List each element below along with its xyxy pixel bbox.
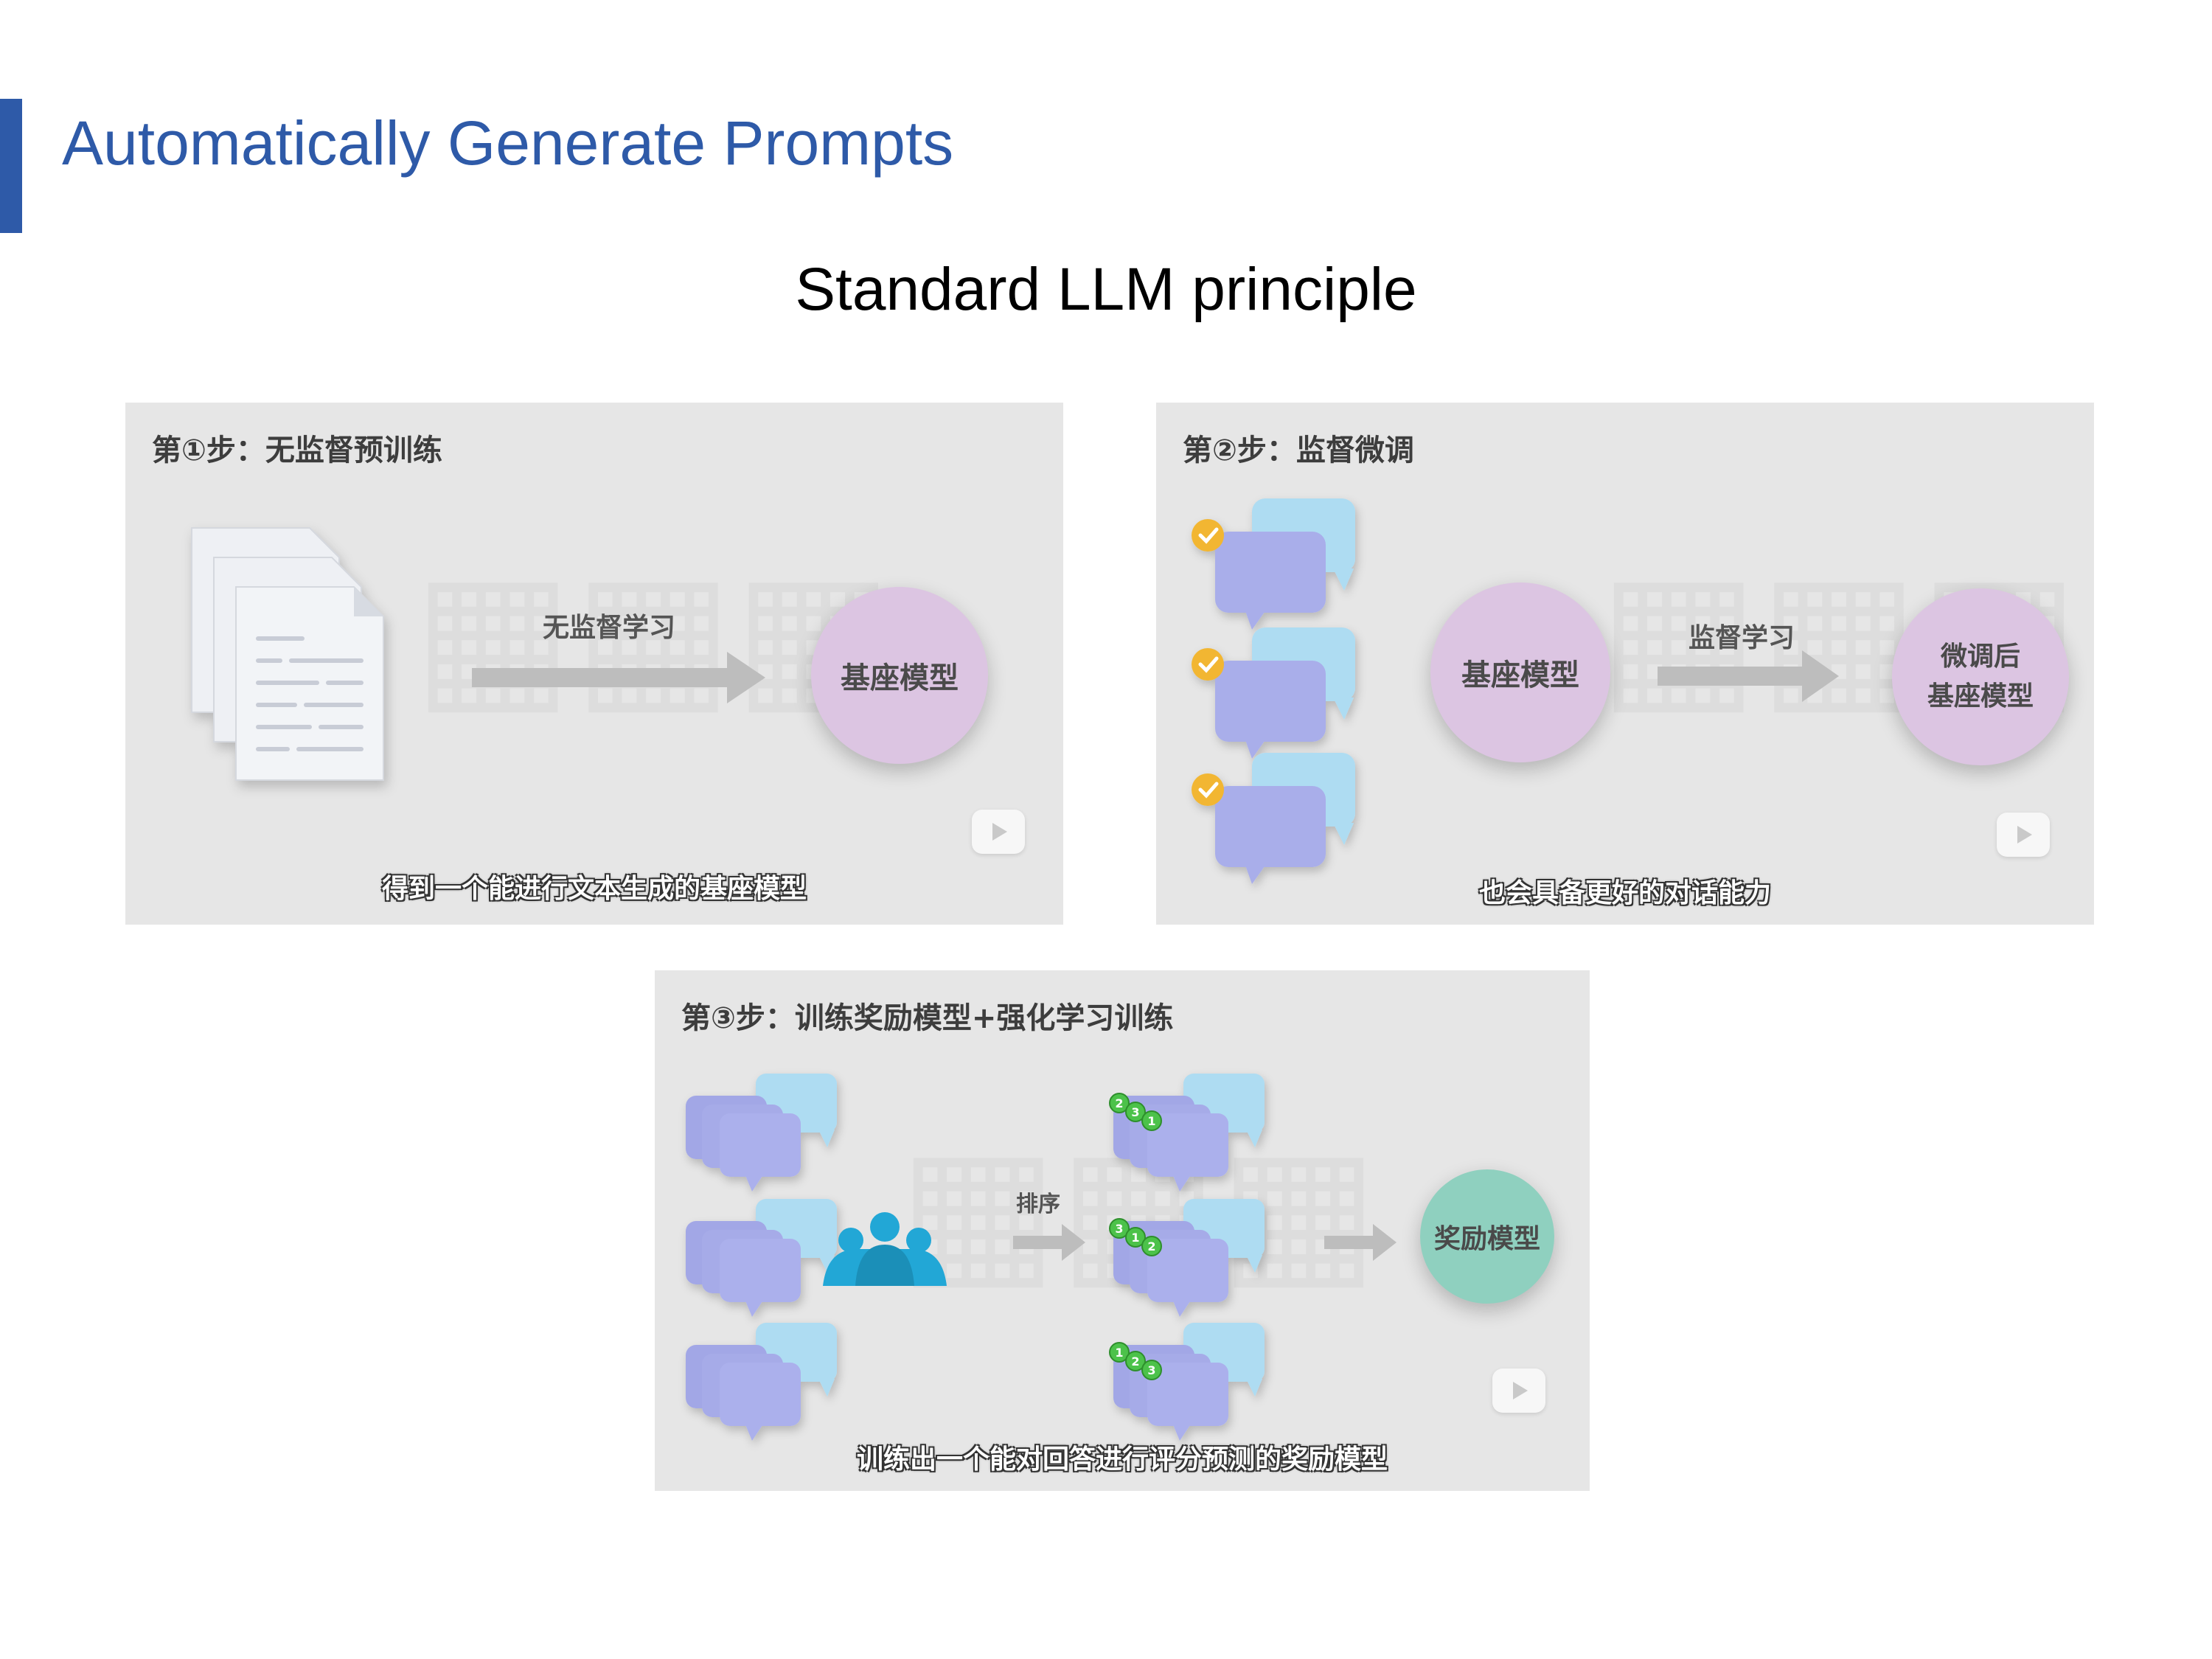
step3-arrow-label: 排序 xyxy=(1016,1192,1060,1217)
step1-title: 第①步：无监督预训练 xyxy=(152,434,442,467)
rank-badge: 3 xyxy=(1109,1218,1130,1239)
rank-number: 2 xyxy=(1147,1239,1155,1253)
arrow-right xyxy=(472,652,765,703)
step1-caption: 得到一个能进行文本生成的基座模型 xyxy=(381,874,807,904)
rank-number: 2 xyxy=(1115,1096,1123,1110)
step1-arrow-label: 无监督学习 xyxy=(543,613,676,643)
rank-badge: 2 xyxy=(1125,1351,1146,1371)
step2-arrow-label: 监督学习 xyxy=(1688,623,1795,653)
slide-title: Automatically Generate Prompts xyxy=(62,108,954,178)
step2-caption: 也会具备更好的对话能力 xyxy=(1478,878,1771,908)
rank-number: 3 xyxy=(1115,1222,1123,1236)
document-stack-icon xyxy=(191,527,765,781)
step3-panel: ▦▦▦ 第③步：训练奖励模型+强化学习训练 xyxy=(655,970,1590,1491)
arrow-right xyxy=(1013,1224,1397,1261)
step3-title: 第③步：训练奖励模型+强化学习训练 xyxy=(681,1001,1174,1035)
step1-panel: ▦▦▦ 第①步：无监督预训练 无监督学习 基座模型 得 xyxy=(125,403,1063,925)
step2-title: 第②步：监督微调 xyxy=(1183,434,1414,467)
rank-number: 1 xyxy=(1131,1231,1139,1245)
rank-badge: 3 xyxy=(1141,1360,1162,1380)
finetuned-label-line1: 微调后 xyxy=(1940,641,2020,672)
rank-badge: 2 xyxy=(1109,1093,1130,1113)
play-icon xyxy=(1492,1368,1545,1413)
rank-number: 1 xyxy=(1147,1114,1155,1128)
play-icon xyxy=(1997,813,2050,857)
play-icon xyxy=(972,810,1025,854)
base-model-node: 基座模型 xyxy=(811,587,988,764)
slide-subtitle: Standard LLM principle xyxy=(795,256,1417,323)
title-accent-bar xyxy=(0,99,22,233)
rank-number: 3 xyxy=(1147,1363,1155,1377)
rank-number: 3 xyxy=(1131,1105,1139,1119)
reward-model-label: 奖励模型 xyxy=(1433,1224,1540,1254)
base-model-label: 基座模型 xyxy=(1461,658,1579,692)
step3-caption: 训练出一个能对回答进行评分预测的奖励模型 xyxy=(856,1444,1388,1475)
rank-badge: 1 xyxy=(1141,1110,1162,1131)
finetuned-model-node: 微调后 基座模型 xyxy=(1892,588,2069,765)
rank-number: 1 xyxy=(1115,1346,1123,1360)
step2-panel: ▦▦▦ 第②步：监督微调 xyxy=(1156,403,2094,925)
rank-badge: 2 xyxy=(1141,1236,1162,1256)
reward-model-node: 奖励模型 xyxy=(1420,1169,1554,1304)
rank-badge: 1 xyxy=(1125,1227,1146,1248)
chat-bubbles-icon xyxy=(1192,498,1839,884)
arrow-right xyxy=(1658,650,1839,702)
base-model-label: 基座模型 xyxy=(841,661,959,695)
people-icon xyxy=(823,1212,947,1286)
rank-badge: 3 xyxy=(1125,1102,1146,1122)
base-model-node: 基座模型 xyxy=(1430,582,1610,762)
rank-number: 2 xyxy=(1131,1354,1139,1368)
rank-badge: 1 xyxy=(1109,1342,1130,1363)
finetuned-label-line2: 基座模型 xyxy=(1927,681,2034,712)
